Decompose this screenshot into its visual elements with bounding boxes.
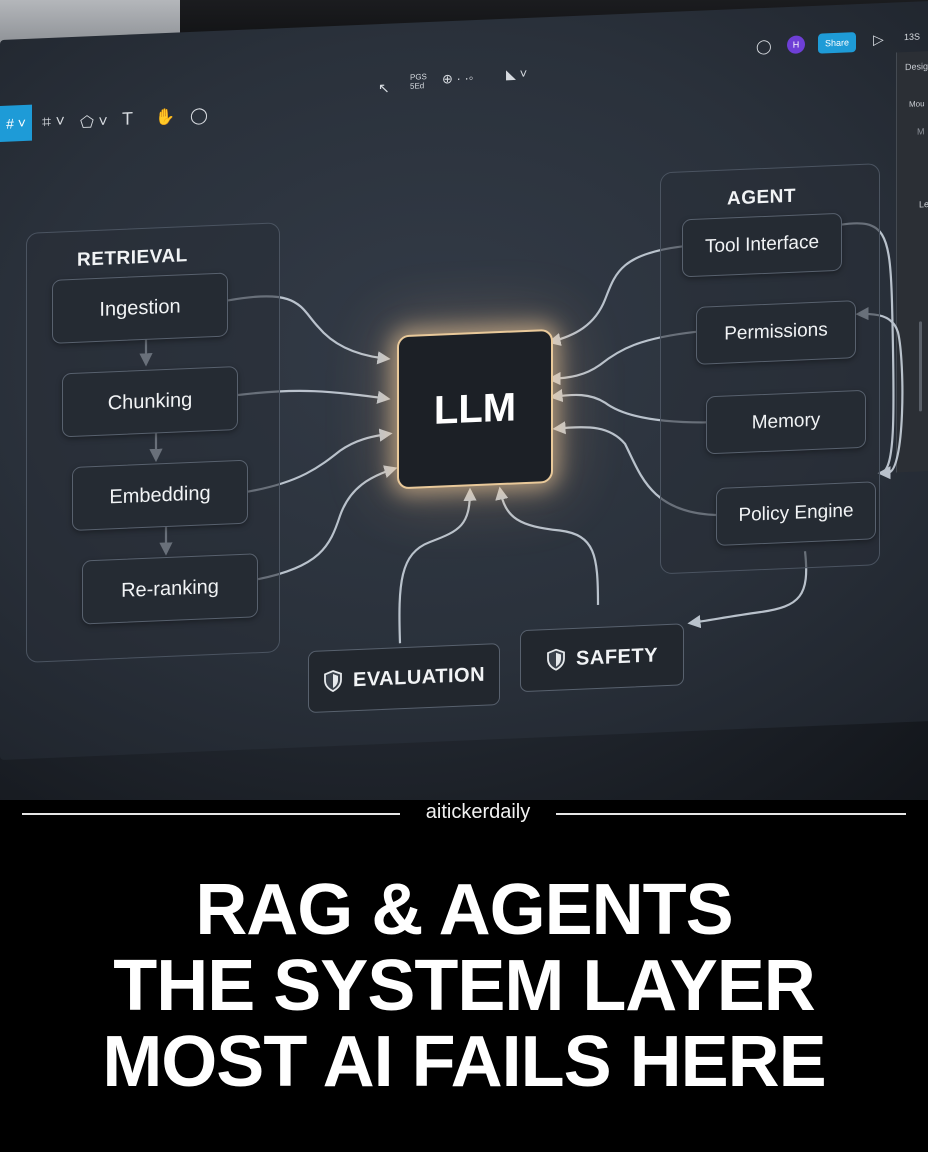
evaluation-label: EVALUATION bbox=[352, 663, 486, 691]
node-memory[interactable]: Memory bbox=[706, 389, 866, 455]
node-chunking[interactable]: Chunking bbox=[62, 366, 238, 438]
caption-footer bbox=[0, 800, 928, 1152]
node-tool-interface-label: Tool Interface bbox=[704, 231, 820, 258]
safety-label: SAFETY bbox=[576, 643, 658, 670]
node-evaluation[interactable]: EVALUATION bbox=[308, 643, 500, 714]
divider-right bbox=[556, 813, 906, 815]
headline-line-2: THE SYSTEM LAYER bbox=[113, 946, 815, 1026]
wire-safety-llm bbox=[495, 486, 600, 605]
wire-permissions-llm bbox=[547, 330, 697, 386]
laptop-photo: # ˅ ⌗ ˅ ⬠ ˅ T ✋ ◯ ↖ PGS 5Ed ⊕ · ·◦ ◣ ˅ ◯… bbox=[0, 0, 928, 800]
node-safety[interactable]: SAFETY bbox=[520, 623, 684, 693]
headline-line-1: RAG & AGENTS bbox=[195, 870, 733, 950]
node-permissions-label: Permissions bbox=[724, 319, 828, 345]
llm-label: LLM bbox=[433, 384, 517, 433]
node-ingestion[interactable]: Ingestion bbox=[52, 272, 228, 344]
node-embedding[interactable]: Embedding bbox=[72, 459, 248, 531]
node-permissions[interactable]: Permissions bbox=[696, 300, 856, 365]
wire-evaluation-llm bbox=[398, 487, 477, 644]
wire-reranking-llm bbox=[257, 465, 398, 581]
retrieval-title: RETRIEVAL bbox=[77, 245, 188, 271]
design-canvas[interactable]: # ˅ ⌗ ˅ ⬠ ˅ T ✋ ◯ ↖ PGS 5Ed ⊕ · ·◦ ◣ ˅ ◯… bbox=[0, 0, 928, 760]
node-embedding-label: Embedding bbox=[109, 481, 211, 508]
node-reranking[interactable]: Re-ranking bbox=[82, 553, 258, 625]
wire-policy-safety bbox=[687, 551, 808, 629]
node-chunking-label: Chunking bbox=[107, 388, 193, 414]
wire-tool-llm bbox=[547, 245, 683, 346]
node-tool-interface[interactable]: Tool Interface bbox=[682, 212, 842, 278]
node-reranking-label: Re-ranking bbox=[121, 575, 219, 602]
brand-name: aitickerdaily bbox=[425, 801, 531, 823]
agent-title: AGENT bbox=[727, 185, 796, 210]
connection-wires bbox=[139, 222, 904, 644]
node-llm[interactable]: LLM bbox=[397, 328, 553, 490]
node-memory-label: Memory bbox=[751, 409, 821, 434]
shield-icon bbox=[324, 670, 342, 693]
node-ingestion-label: Ingestion bbox=[99, 294, 181, 321]
node-policy-engine[interactable]: Policy Engine bbox=[716, 481, 876, 546]
shield-icon bbox=[547, 648, 565, 671]
node-policy-engine-label: Policy Engine bbox=[738, 500, 854, 527]
divider-left bbox=[22, 813, 400, 815]
wire-embedding-llm bbox=[247, 428, 393, 493]
headline-line-3: MOST AI FAILS HERE bbox=[102, 1022, 826, 1102]
